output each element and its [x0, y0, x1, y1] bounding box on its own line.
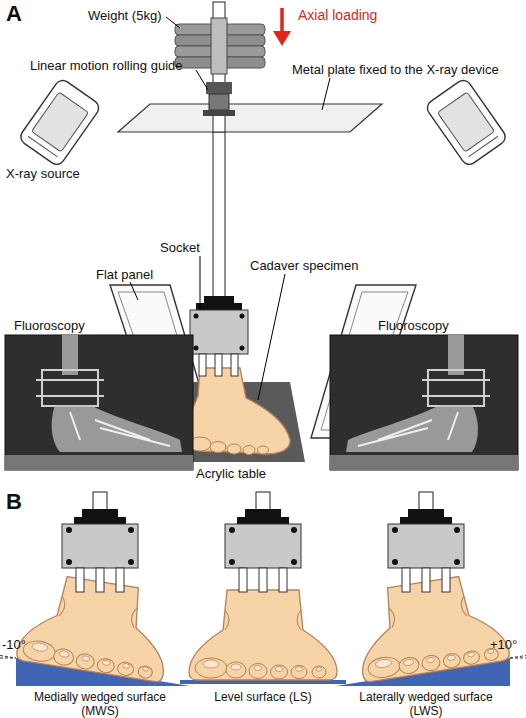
xray-source [18, 77, 102, 167]
strut [231, 354, 238, 376]
load-label: Axial loading [298, 8, 377, 23]
xray-detail [28, 136, 57, 157]
bolt [240, 314, 245, 319]
xray-window [31, 92, 88, 152]
linear-guide [203, 110, 235, 116]
fluoro-bone [358, 412, 458, 446]
foot-ls [189, 590, 337, 680]
fluoro-socket [42, 370, 98, 406]
fluoro-frame [330, 335, 518, 470]
socket-box [190, 310, 248, 354]
toe [227, 444, 241, 454]
xray-window [437, 92, 494, 152]
socket-mws [62, 492, 138, 592]
xray-housing [424, 77, 508, 167]
weight-hub [211, 18, 227, 74]
part-label: Cadaver specimen [250, 258, 358, 273]
fluoro-socket [36, 379, 104, 381]
condition-label: Level surface (LS) [213, 690, 313, 704]
socket-lws [388, 492, 464, 592]
angle-label: -10° [2, 637, 26, 652]
part-label: Acrylic table [196, 466, 266, 481]
fluoro-table [5, 455, 193, 470]
fluoro-bone [70, 412, 170, 446]
xray-detail [468, 136, 497, 157]
socket-ls [225, 492, 301, 592]
fluoroscopy-image [330, 335, 518, 470]
part-label: Metal plate fixed to the X-ray device [292, 62, 499, 77]
fluoro-frame [5, 335, 193, 470]
toe [243, 446, 255, 455]
strut [199, 354, 206, 376]
strut [215, 354, 222, 376]
angle-guide [510, 656, 526, 659]
part-label: X-ray source [6, 166, 80, 181]
linear-guide [209, 94, 229, 110]
linear-guide [206, 82, 232, 94]
part-label: Flat panel [96, 267, 153, 282]
angle-label: +10° [490, 637, 517, 652]
panel-letter: B [6, 490, 22, 514]
angle-guide [0, 656, 16, 659]
load-arrow [280, 8, 284, 34]
fluoro-socket [422, 395, 490, 397]
socket-cap [204, 296, 234, 304]
load-arrow-head [273, 31, 291, 46]
part-label: Weight (5kg) [88, 8, 161, 23]
fluoro-socket [422, 379, 490, 381]
xray-source [424, 77, 508, 167]
condition-label: Laterally wedged surface (LWS) [351, 690, 501, 718]
image-label: Fluoroscopy [378, 318, 449, 333]
leader-line [200, 256, 201, 310]
leader-line [130, 282, 138, 300]
weight-stack [175, 18, 265, 74]
image-label: Fluoroscopy [14, 318, 85, 333]
leader-line [196, 70, 208, 90]
fluoro-socket [36, 395, 104, 397]
fluoro-foot [52, 405, 182, 452]
fluoroscopy-image [5, 335, 193, 470]
metal-plate [118, 104, 382, 132]
part-label: Linear motion rolling guide [30, 58, 182, 73]
bolt [194, 346, 199, 351]
panel-letter: A [6, 2, 22, 26]
fluoro-foot [346, 405, 478, 452]
leader-line [166, 17, 180, 28]
bolt [194, 314, 199, 319]
foot-outline [186, 368, 290, 454]
fluoro-socket [428, 370, 484, 406]
leader-line [258, 274, 285, 400]
bolt [240, 346, 245, 351]
fluoro-table [330, 455, 518, 470]
condition-label: Medially wedged surface (MWS) [25, 690, 175, 718]
leader-line [322, 78, 330, 110]
xray-housing [18, 77, 102, 167]
cadaver-foot [186, 368, 290, 455]
part-label: Socket [160, 240, 200, 255]
toe [258, 446, 269, 454]
toe [210, 442, 226, 453]
